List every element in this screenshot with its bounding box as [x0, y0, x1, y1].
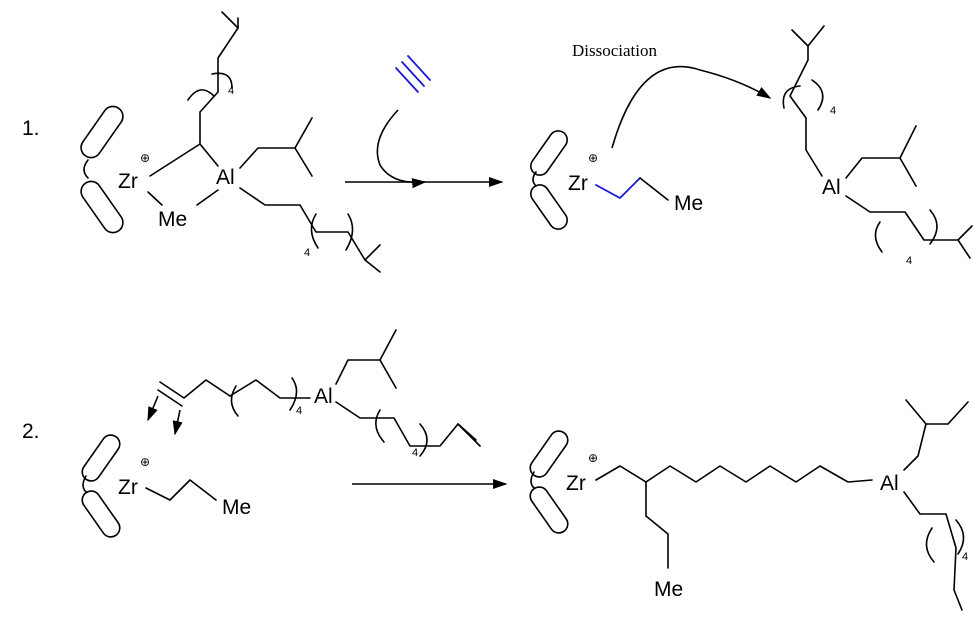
curved-arrow-ethylene: [376, 109, 427, 189]
zr-cation-symbol: ⊕: [140, 151, 150, 165]
reactant-repeat-left: 4: [296, 405, 302, 417]
zr-propyl-cation: ⊕ Zr Me: [530, 130, 703, 230]
cp-ligand-lower: [80, 180, 124, 234]
al-atom: Al: [216, 166, 235, 189]
repeat-count-lower: 4: [304, 247, 310, 259]
dissociation-arrow: [611, 65, 772, 149]
product-al-atom: Al: [880, 472, 899, 495]
zr-propyl-step2: ⊕ Zr Me: [81, 434, 251, 538]
zr-atom: Zr: [118, 170, 138, 193]
zr-al-bridged-complex: ⊕ Zr Me Al 4 4: [80, 11, 381, 273]
product-zr-plus: ⊕: [588, 451, 598, 465]
reactant-repeat-right: 4: [412, 447, 418, 459]
insertion-arrow-1: [147, 395, 159, 422]
cp-ligand-upper: [80, 105, 124, 159]
step2-zr-atom: Zr: [118, 476, 138, 499]
dissociation-label: Dissociation: [572, 41, 657, 60]
step2-zr-plus: ⊕: [140, 455, 150, 469]
step2-me: Me: [222, 496, 251, 519]
zr-propyl-zr: Zr: [568, 172, 588, 195]
step-2-label: 2.: [22, 420, 40, 443]
zr-propyl-me: Me: [674, 192, 703, 215]
free-al-repeat-upper: 4: [830, 105, 836, 117]
free-al-repeat-lower: 4: [906, 255, 912, 267]
repeat-count-upper: 4: [228, 85, 234, 97]
product-zr-atom: Zr: [566, 472, 586, 495]
insertion-product: ⊕ Zr Me Al 4: [529, 399, 969, 611]
free-al-atom: Al: [822, 176, 841, 199]
zr-propyl-plus: ⊕: [588, 151, 598, 165]
me-bridge: Me: [158, 208, 187, 231]
free-aluminum-species: Al 4 4: [782, 25, 973, 267]
reactant-al-atom: Al: [314, 385, 333, 408]
ethylene-reagent: [395, 55, 431, 93]
product-repeat-count: 4: [962, 551, 968, 563]
alkene-aluminum-reactant: 4 Al 4: [157, 329, 481, 459]
insertion-arrow-2: [172, 409, 183, 436]
step-1-label: 1.: [22, 117, 40, 140]
product-me: Me: [654, 578, 683, 601]
